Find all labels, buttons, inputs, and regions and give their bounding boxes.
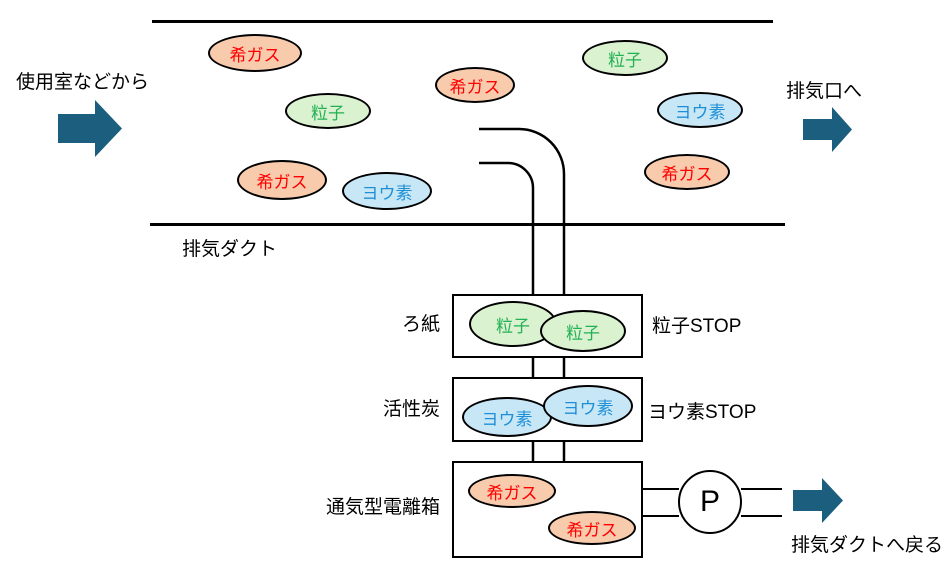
bubble-noble-gas: 希ガス (435, 67, 515, 103)
activated-charcoal-label: 活性炭 (382, 399, 440, 420)
bubble-noble-gas: 希ガス (468, 474, 556, 508)
ionization-chamber-box (452, 461, 643, 558)
filter-paper-label: ろ紙 (401, 314, 440, 335)
pipe-filter-to-charcoal (531, 358, 566, 377)
sampling-pipe-inner-line (479, 161, 535, 294)
bubble-iodine: ヨウ素 (543, 385, 633, 427)
return-to-duct-label: 排気ダクトへ戻る (791, 535, 944, 556)
sampling-pipe-outer-line (479, 127, 566, 294)
outlet-label: 排気口へ (786, 81, 863, 102)
particle-stop-label: 粒子STOP (652, 316, 742, 337)
iodine-stop-label: ヨウ素STOP (648, 402, 757, 423)
pump-connector-lines (643, 488, 782, 517)
outlet-flow-arrow-icon (803, 107, 852, 152)
exhaust-duct-label: 排気ダクト (182, 239, 278, 260)
bubble-noble-gas: 希ガス (548, 511, 636, 545)
bubble-noble-gas: 希ガス (237, 160, 327, 200)
bubble-particle: 粒子 (582, 40, 668, 76)
inlet-flow-arrow-icon (58, 100, 122, 157)
pipe-charcoal-to-chamber (531, 442, 566, 461)
bubble-particle: 粒子 (285, 93, 371, 129)
bubble-iodine: ヨウ素 (462, 397, 552, 437)
pump-circle: P (678, 470, 742, 534)
bubble-noble-gas: 希ガス (208, 34, 302, 72)
pump-label: P (699, 485, 720, 518)
bubble-noble-gas: 希ガス (644, 154, 730, 190)
bubble-particle: 粒子 (540, 310, 626, 352)
bubble-iodine: ヨウ素 (342, 172, 432, 210)
return-flow-arrow-icon (793, 478, 843, 523)
inlet-label: 使用室などから (16, 72, 150, 93)
ionization-chamber-label: 通気型電離箱 (325, 497, 440, 518)
bubble-iodine: ヨウ素 (657, 92, 743, 128)
